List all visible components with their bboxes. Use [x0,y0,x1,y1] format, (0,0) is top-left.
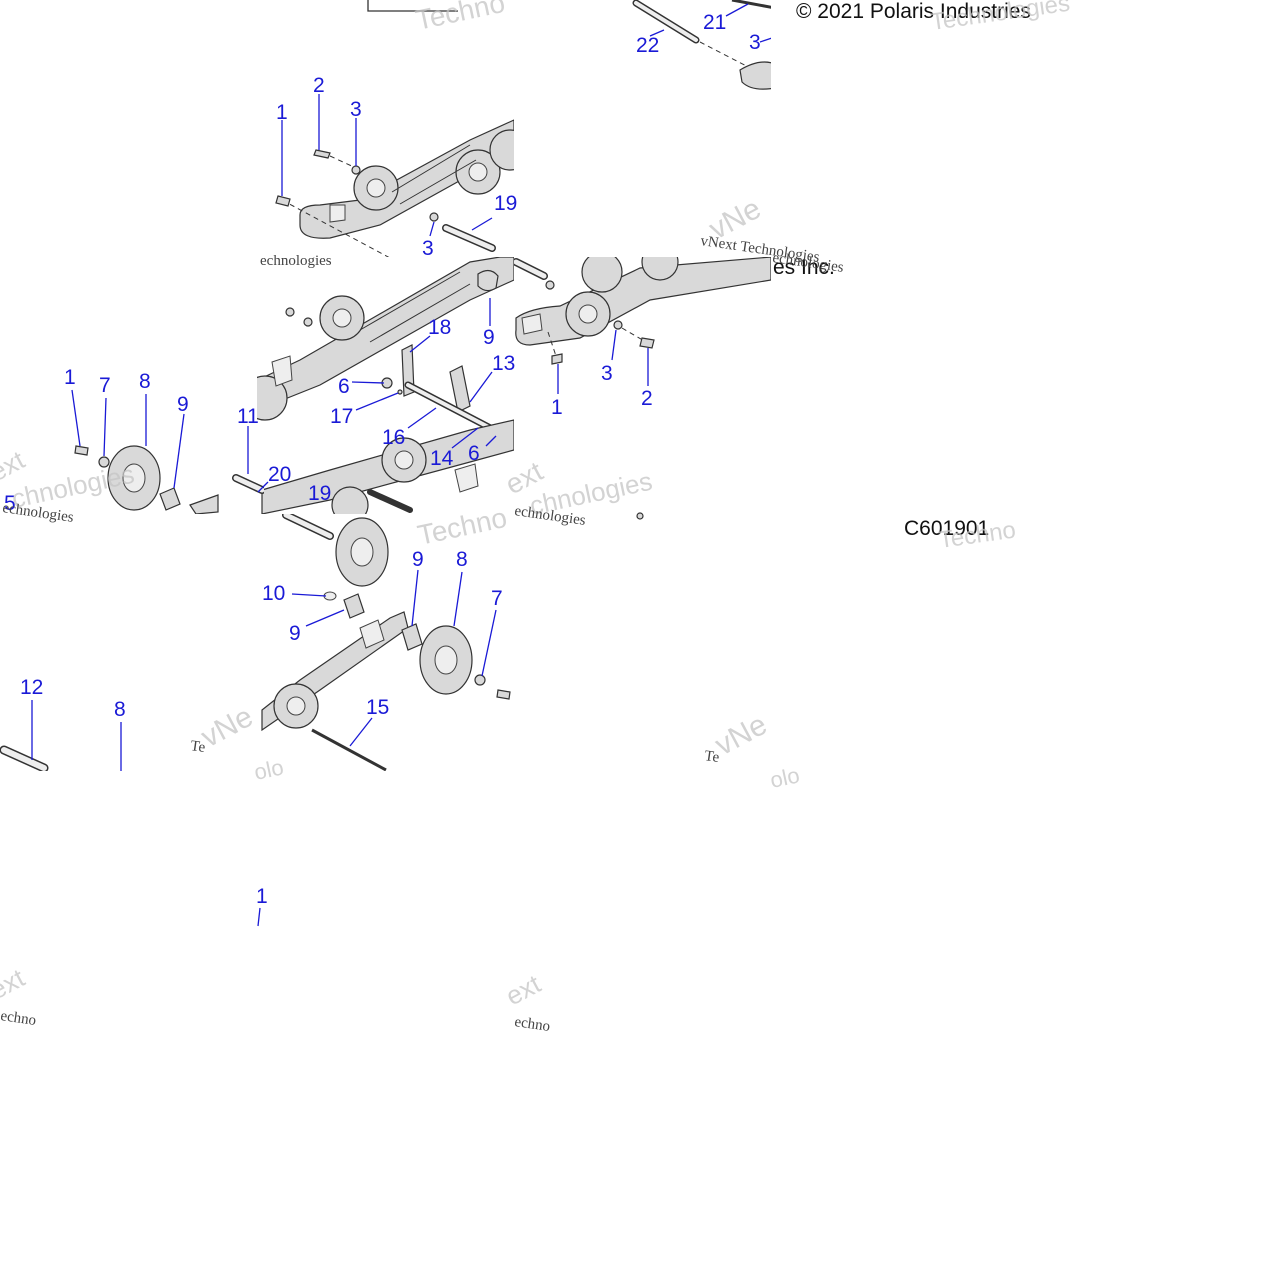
tile-mid-center: echnologies 9 18 6 17 16 13 14 6 [257,253,515,514]
callout-9: 9 [177,393,189,416]
part-fragment [636,512,644,520]
callout-18: 18 [428,316,451,339]
callout-12: 12 [20,676,43,699]
callout-1: 1 [64,366,76,389]
callout-22: 22 [636,34,659,57]
tile-mid-left: 1 7 8 9 5 ext chnologies echnologies [0,366,219,526]
watermark-fragment: ext [501,968,546,1011]
callout-1: 1 [256,885,268,908]
callout-2: 2 [313,74,325,97]
callout-9: 9 [289,622,301,645]
tile-lower-left: 12 8 Te vNe olo [0,676,286,785]
callout-9: 9 [412,548,424,571]
callout-3: 3 [749,31,761,54]
watermark-fragment: Te [189,738,206,756]
watermark-fragment: olo [768,762,802,793]
callout-9: 9 [483,326,495,349]
callout-6: 6 [468,442,480,465]
callout-7: 7 [99,374,111,397]
watermark-fragment: Technologies [929,0,1072,36]
callout-2: 2 [641,387,653,410]
callout-5: 5 [4,492,16,515]
callout-11: 11 [237,405,259,428]
watermark-fragment: Techno [413,0,508,36]
leader-line [257,907,261,927]
callout-19: 19 [308,482,331,505]
tile-mid-right: 3 1 2 echnologies [514,250,845,419]
watermark-fragment: echnologies [260,253,332,269]
callout-13: 13 [492,352,515,375]
watermark-fragment: echnologies [1,500,74,526]
tile-rail-upper: 1 2 3 19 3 [275,74,517,260]
callout-14: 14 [430,447,454,470]
callout-1: 1 [276,101,288,124]
copyright-text: © 2021 Polaris Industries [796,0,1031,23]
callout-19: 19 [494,192,517,215]
callout-3: 3 [422,237,434,260]
callout-3: 3 [350,98,362,121]
callout-21: 21 [703,11,726,34]
callout-3: 3 [601,362,613,385]
callout-15: 15 [366,696,389,719]
copyright-fragment: es Inc. [773,256,835,279]
tile-top-left: Techno [367,0,508,36]
callout-1: 1 [551,396,563,419]
tile-top-right: 22 21 3 [632,0,771,90]
callout-17: 17 [330,405,353,428]
tile-lower-center: 19 10 9 9 8 7 15 Techno [261,482,511,771]
callout-16: 16 [382,426,405,449]
callout-8: 8 [114,698,126,721]
watermark-fragment: ext [0,962,30,1005]
figure-code: C601901 [904,517,989,540]
watermark-fragment: Techno [415,502,510,551]
callout-8: 8 [139,370,151,393]
callout-20: 20 [268,463,291,486]
callout-7: 7 [491,587,503,610]
watermark-fragment: echno [0,1008,37,1029]
watermark-fragment: Te [703,748,720,766]
callout-10: 10 [262,582,285,605]
callout-6: 6 [338,375,350,398]
tile-mid-left-pins: 11 20 [232,405,291,494]
watermark-fragment: olo [252,754,286,785]
watermark-fragment: echno [513,1014,551,1035]
callout-8: 8 [456,548,468,571]
